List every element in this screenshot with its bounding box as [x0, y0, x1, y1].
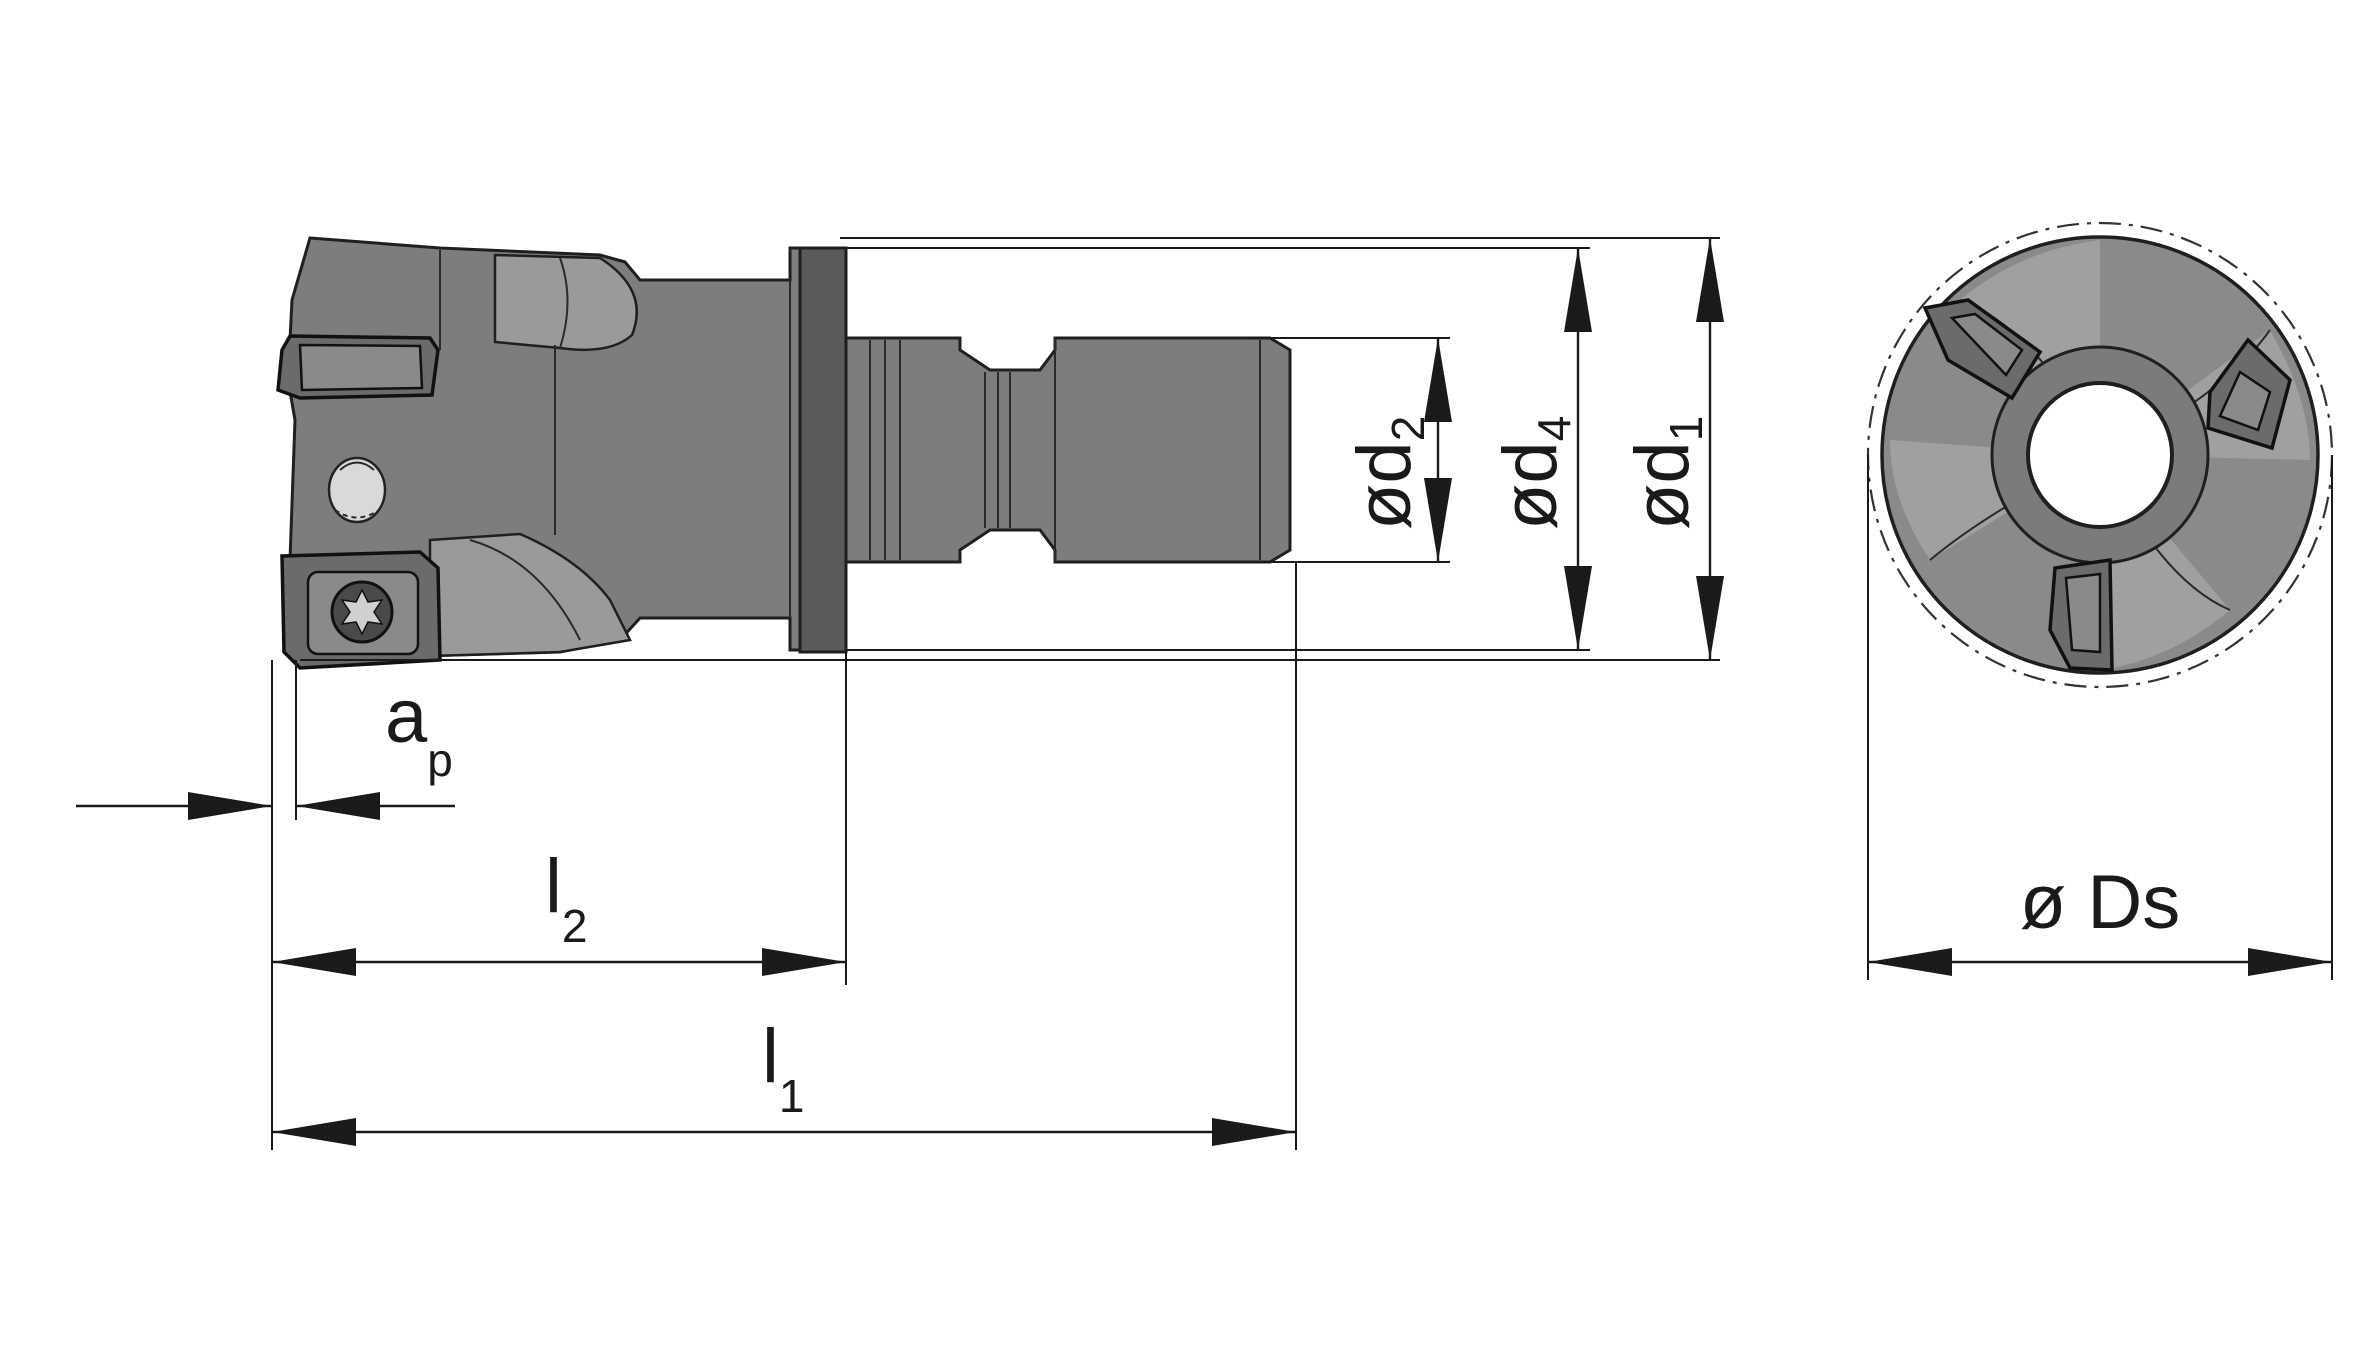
label-ap: ap	[385, 674, 453, 786]
screw-hole	[327, 456, 387, 524]
label-l2: l2	[545, 844, 587, 952]
coolant-bore	[2026, 381, 2174, 529]
label-d1: ød1	[1620, 416, 1712, 530]
end-insert-3	[2048, 557, 2114, 672]
label-d4: ød4	[1488, 416, 1580, 530]
svg-text:ød1: ød1	[1620, 416, 1712, 530]
upper-chip-pocket	[493, 253, 638, 352]
label-d2: ød2	[1342, 416, 1434, 530]
svg-text:ød4: ød4	[1488, 416, 1580, 530]
milling-cutter-side-view	[276, 236, 1292, 670]
flange	[798, 246, 848, 654]
label-l1: l1	[762, 1014, 804, 1122]
lower-chip-pocket	[428, 532, 632, 658]
label-ds: ø Ds	[2020, 860, 2180, 945]
milling-cutter-end-view: ø Ds	[1866, 221, 2334, 980]
end-insert-2	[2206, 337, 2292, 451]
dimension-lines	[76, 237, 1724, 1150]
dimension-labels: ød2 ød4 ød1 ap l2 l1	[385, 416, 1712, 1122]
svg-text:ød2: ød2	[1342, 416, 1434, 530]
shank-neck	[844, 336, 1292, 564]
end-insert-1	[1922, 298, 2043, 401]
